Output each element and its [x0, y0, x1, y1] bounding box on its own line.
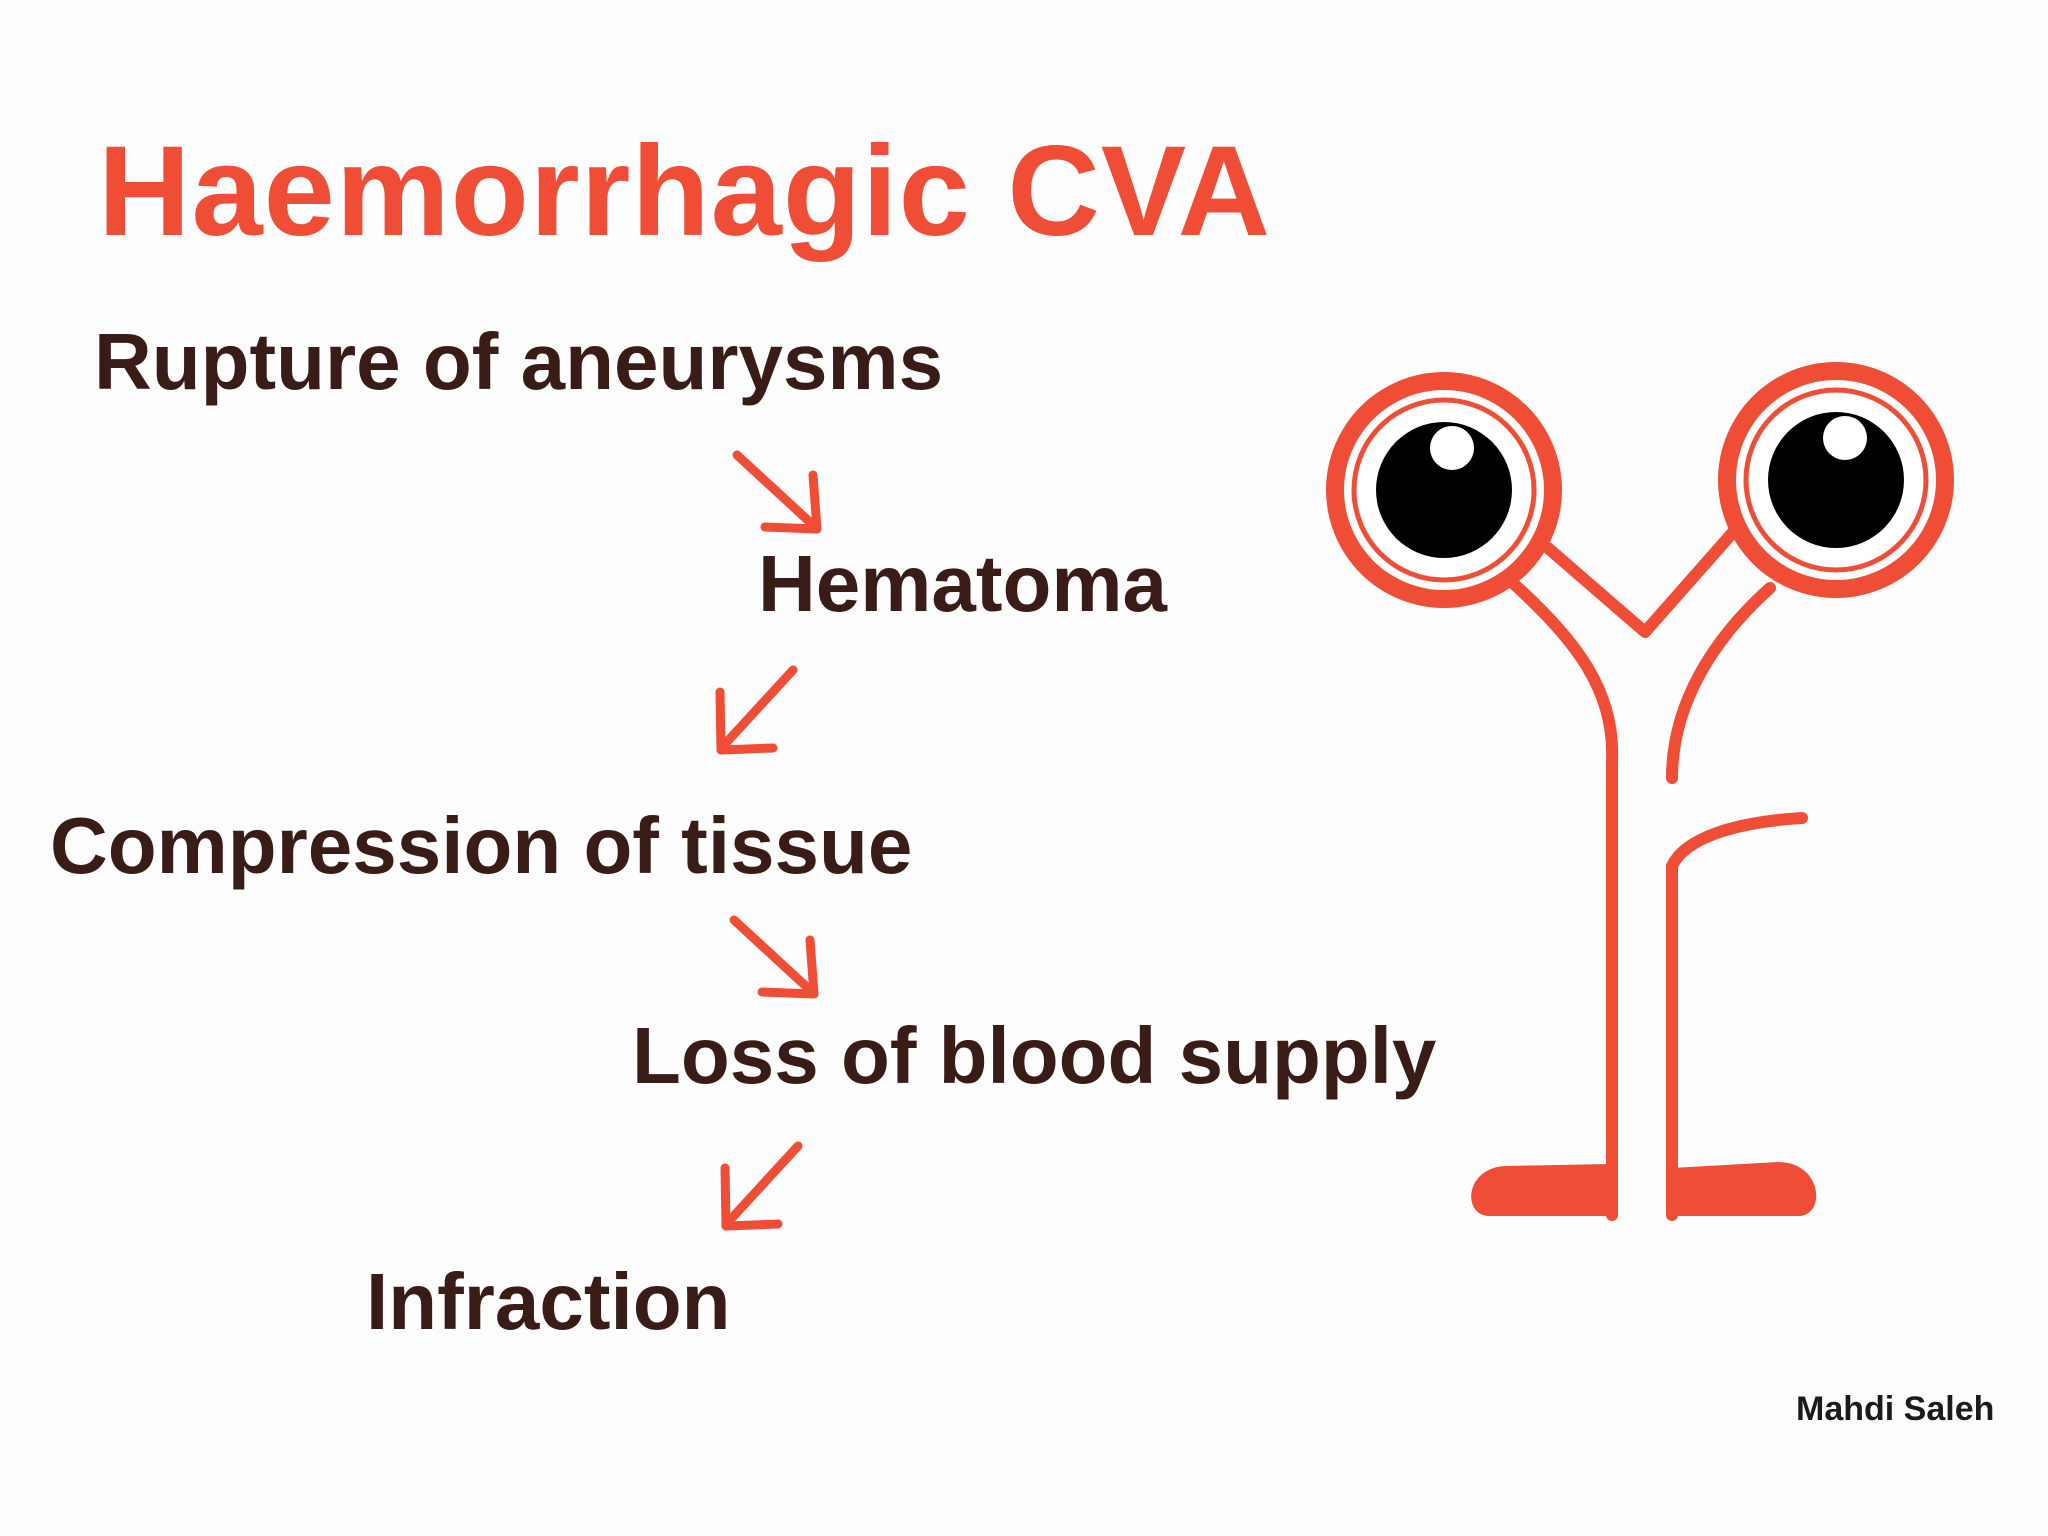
step-hematoma: Hematoma — [758, 539, 1168, 628]
arrow-down-left-icon — [720, 1141, 803, 1231]
aneurysm-left — [1326, 372, 1562, 608]
arrow-down-right-icon — [729, 915, 819, 999]
step-infraction: Infraction — [366, 1257, 731, 1346]
artery-base-right — [1672, 1162, 1817, 1216]
arrow-down-right-icon — [732, 450, 822, 534]
artery-vessel — [1509, 524, 1808, 1221]
artery-base-left — [1471, 1164, 1612, 1216]
aneurysm-right — [1718, 362, 1954, 598]
step-loss-of-blood-supply: Loss of blood supply — [632, 1011, 1437, 1100]
arrow-down-left-icon — [715, 665, 798, 755]
step-rupture-of-aneurysms: Rupture of aneurysms — [94, 317, 944, 406]
step-compression-of-tissue: Compression of tissue — [50, 801, 913, 890]
author-signature: Mahdi Saleh — [1796, 1390, 1995, 1428]
slide-title: Haemorrhagic CVA — [98, 120, 1272, 263]
